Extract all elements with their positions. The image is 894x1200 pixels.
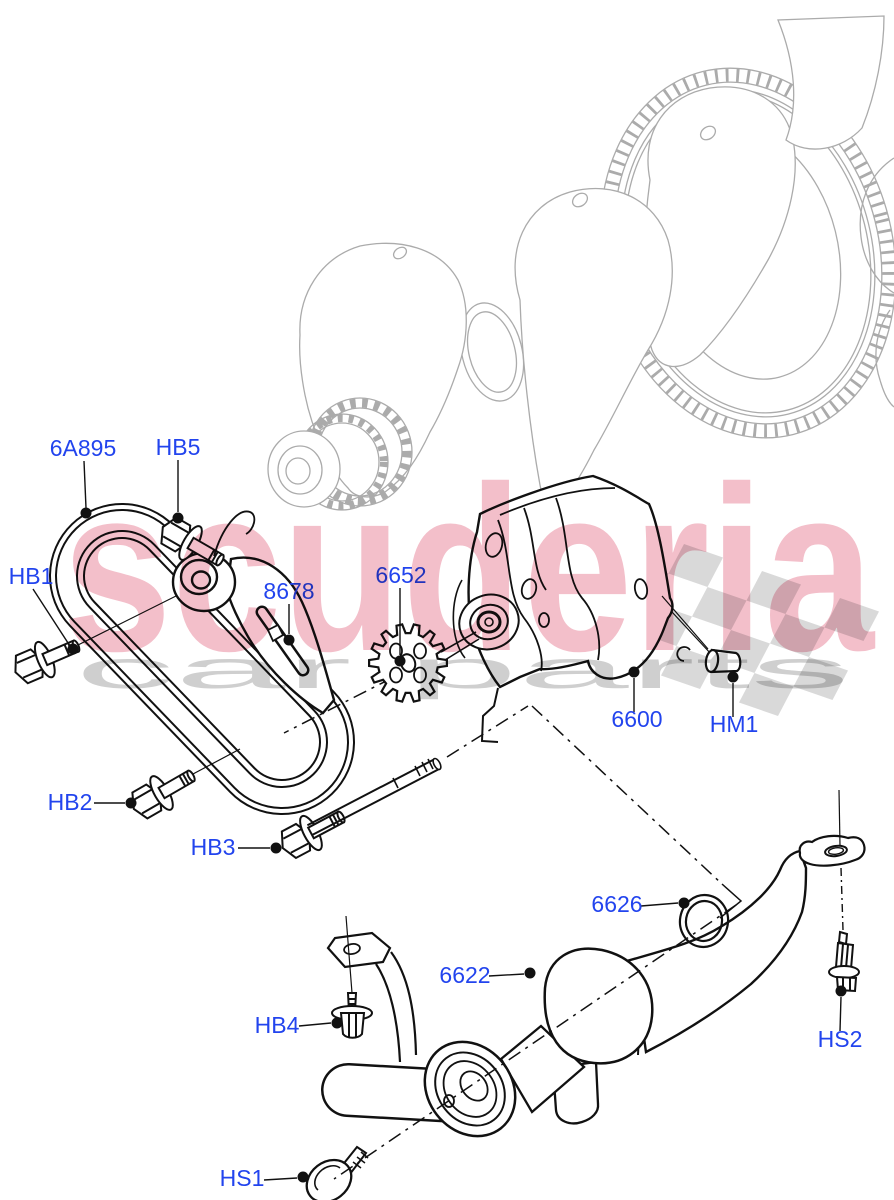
bolt-hb5 bbox=[152, 509, 256, 579]
oil-pickup-tube bbox=[321, 789, 866, 1138]
callout-HB4[interactable]: HB4 bbox=[255, 1012, 300, 1038]
callout-6652[interactable]: 6652 bbox=[375, 562, 426, 588]
callout-HB5[interactable]: HB5 bbox=[156, 434, 201, 460]
callout-HB1[interactable]: HB1 bbox=[9, 563, 54, 589]
plug-hm1 bbox=[704, 648, 742, 674]
leader-lines bbox=[32, 460, 842, 1181]
leader-dots bbox=[67, 507, 847, 1183]
callout-6626[interactable]: 6626 bbox=[591, 891, 642, 917]
callout-6600[interactable]: 6600 bbox=[611, 706, 662, 732]
assembly-centerline bbox=[333, 705, 844, 1180]
o-ring bbox=[678, 893, 730, 949]
callout-HM1[interactable]: HM1 bbox=[710, 711, 759, 737]
callout-HS1[interactable]: HS1 bbox=[220, 1165, 265, 1191]
callout-6A895[interactable]: 6A895 bbox=[50, 435, 117, 461]
bolt-hb4 bbox=[331, 992, 373, 1039]
callout-6622[interactable]: 6622 bbox=[439, 962, 490, 988]
bolt-hs1 bbox=[305, 1145, 369, 1200]
crank-web-mid bbox=[514, 187, 673, 502]
bolt-hb2 bbox=[123, 757, 204, 827]
chain-guide bbox=[171, 551, 336, 715]
callout-HB3[interactable]: HB3 bbox=[191, 834, 236, 860]
callout-HB2[interactable]: HB2 bbox=[48, 789, 93, 815]
callout-HS2[interactable]: HS2 bbox=[818, 1026, 863, 1052]
callout-8678[interactable]: 8678 bbox=[263, 578, 314, 604]
stud-hs2 bbox=[828, 930, 860, 993]
crank-web-rear bbox=[642, 86, 796, 368]
block-fragment bbox=[777, 15, 885, 150]
crank-nose-sprocket bbox=[267, 397, 413, 511]
bolt-hb1 bbox=[6, 626, 87, 691]
crankshaft bbox=[267, 15, 894, 511]
bolt-hb3 bbox=[272, 757, 442, 866]
oil-pump bbox=[452, 474, 691, 743]
timing-chain bbox=[49, 503, 355, 815]
oil-pump-sprocket bbox=[368, 623, 448, 703]
